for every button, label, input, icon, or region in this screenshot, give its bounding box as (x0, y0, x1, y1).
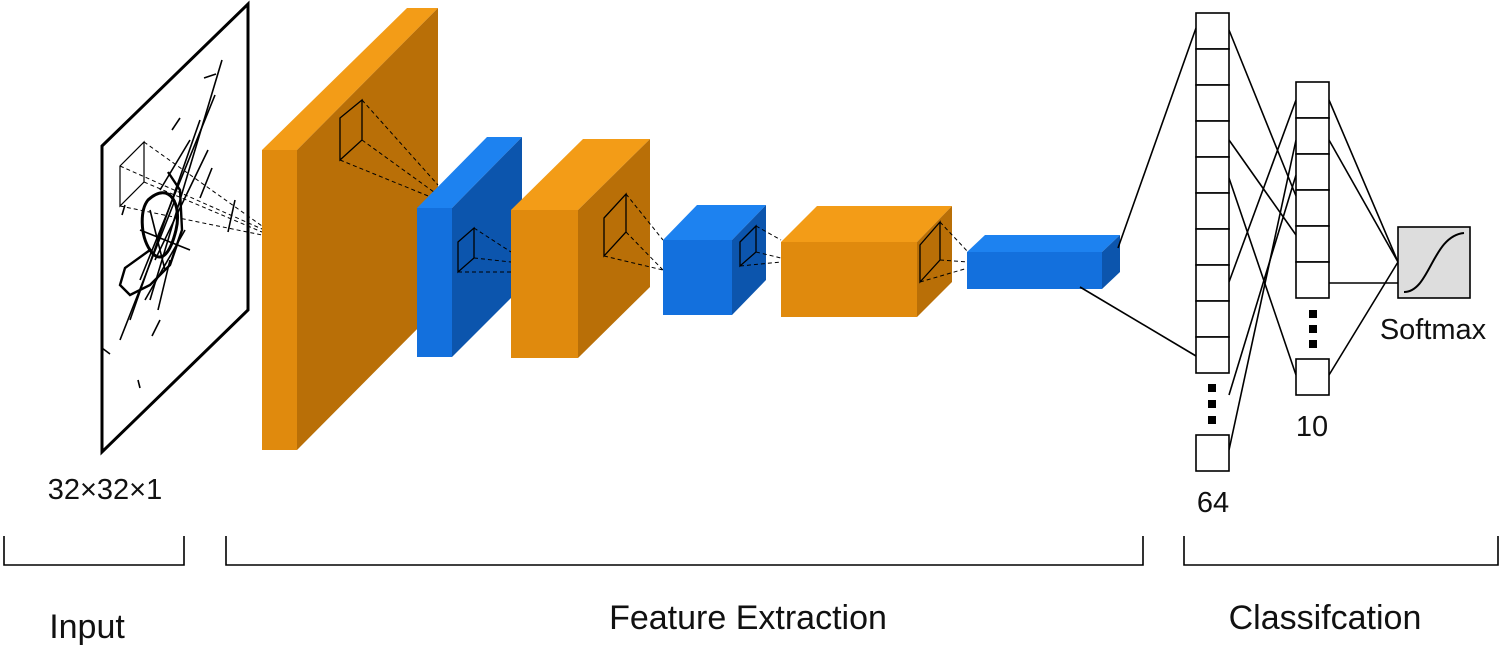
neuron (1195, 120, 1230, 158)
input-sketch (101, 59, 236, 389)
dense-layer-10 (1295, 81, 1330, 396)
pool-layer-2 (663, 205, 766, 315)
section-brackets (3, 536, 1499, 566)
neuron (1295, 358, 1330, 396)
neuron (1295, 153, 1330, 191)
ellipsis-dots (1309, 310, 1317, 348)
neuron (1195, 300, 1230, 338)
dense-layer-64 (1195, 12, 1230, 472)
softmax-label: Softmax (1380, 314, 1487, 346)
input-section-label: Input (49, 608, 125, 646)
projection-lines-4 (603, 193, 664, 271)
classification-section-label: Classifcation (1229, 599, 1422, 637)
neuron (1195, 434, 1230, 472)
neuron (1295, 189, 1330, 227)
neuron (1195, 228, 1230, 266)
flatten-layer (967, 235, 1120, 289)
input-bracket (3, 536, 185, 566)
neuron (1195, 12, 1230, 50)
neuron (1195, 192, 1230, 230)
pool-layer-1 (417, 137, 522, 357)
projection-lines-1 (119, 141, 263, 236)
neuron (1195, 264, 1230, 302)
dense1-units-label: 64 (1197, 487, 1229, 519)
dense2-units-label: 10 (1296, 411, 1328, 443)
neuron (1195, 48, 1230, 86)
projection-lines-3 (458, 227, 512, 273)
neuron (1295, 225, 1330, 263)
connection-lines (1079, 27, 1399, 451)
conv-layer-3 (781, 206, 952, 317)
neuron (1195, 156, 1230, 194)
neuron (1195, 84, 1230, 122)
input-size-label: 32×32×1 (48, 474, 163, 506)
conv-layer-2 (511, 139, 650, 358)
neuron (1295, 81, 1330, 119)
feature-extraction-bracket (225, 536, 1144, 566)
input-image (100, 0, 250, 456)
ellipsis-dots (1208, 384, 1216, 424)
sigmoid-curve-icon (1403, 232, 1465, 293)
neuron (1195, 336, 1230, 374)
projection-lines-5 (739, 225, 782, 267)
softmax-box (1397, 226, 1471, 299)
classification-bracket (1183, 536, 1499, 566)
neuron (1295, 117, 1330, 155)
projection-lines-6 (919, 221, 969, 283)
conv-layer-1 (262, 8, 438, 450)
feature-extraction-section-label: Feature Extraction (609, 599, 887, 637)
neuron (1295, 261, 1330, 299)
projection-lines-2 (339, 99, 439, 201)
